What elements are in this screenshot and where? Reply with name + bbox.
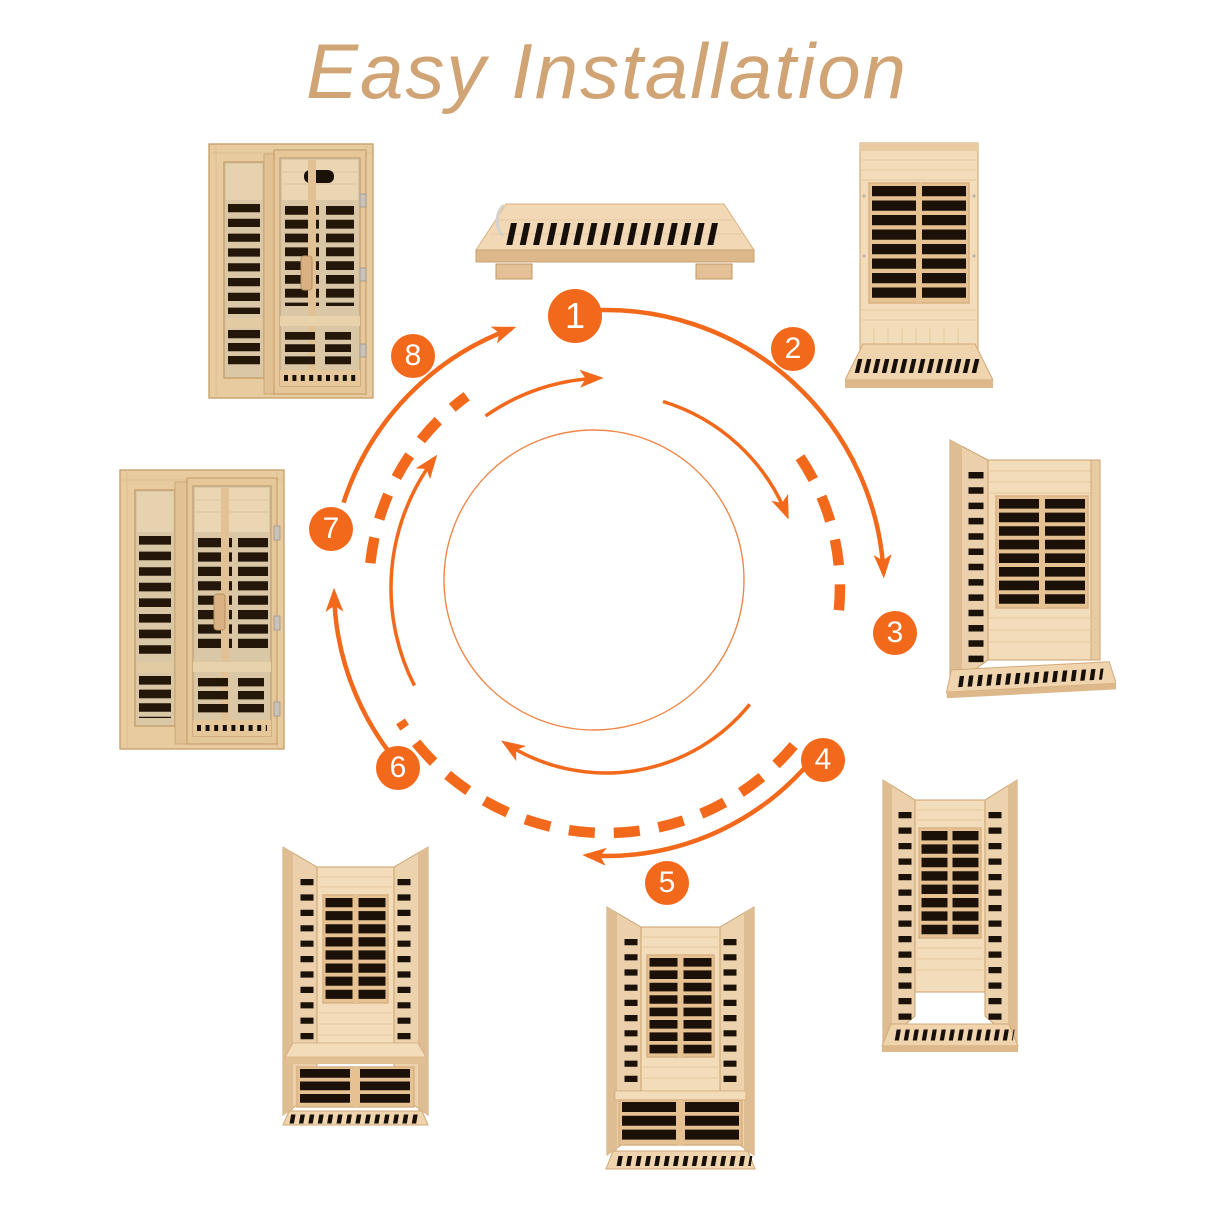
step-6-image (277, 843, 434, 1128)
inner-arc-right-arrow (662, 399, 789, 520)
floor-panel (845, 343, 993, 388)
step-6-badge: 6 (376, 746, 420, 790)
inner-arc-left-arrow (389, 454, 438, 687)
step-1-badge: 1 (548, 289, 602, 343)
floor-panel (945, 661, 1116, 699)
step-4-image (875, 778, 1025, 1058)
inner-arc-top-arrow (484, 369, 604, 418)
step-2-image (845, 138, 993, 398)
dashed-arc-bottom (396, 718, 798, 839)
side-wall-panel (949, 439, 989, 689)
floor-panel (881, 1023, 1019, 1052)
door-hinges (273, 525, 281, 717)
step-5-image (597, 903, 764, 1173)
step-3-image (938, 436, 1116, 704)
outer-arc-step7-to-step1 (341, 326, 517, 504)
inner-thin-circle (443, 429, 745, 731)
left-glass-panel (223, 161, 265, 379)
heater-panel (646, 954, 715, 1058)
left-side-wall (882, 779, 916, 1046)
heater-panel (995, 495, 1089, 609)
page-title: Easy Installation (306, 27, 908, 115)
floor-foot (695, 263, 733, 280)
door-jamb (263, 153, 275, 395)
step-2-badge: 2 (771, 327, 815, 371)
bench-edge (280, 316, 360, 326)
floor-panel (282, 1110, 429, 1126)
right-side-wall (984, 779, 1018, 1046)
step-8-badge: 8 (391, 334, 435, 378)
door-handle (300, 255, 313, 291)
door-handle (213, 593, 226, 631)
step-8-image (204, 140, 378, 402)
door-hinges (359, 193, 367, 358)
step-3-badge: 3 (873, 611, 917, 655)
heater-panel (868, 182, 970, 304)
glass-door (186, 477, 278, 745)
dashed-arc-right (795, 454, 846, 618)
heater-panel (322, 894, 389, 1004)
floor-panel (605, 1150, 756, 1170)
heater-panel (918, 827, 982, 939)
outer-arc-step4-to-step5 (582, 744, 825, 866)
under-bench-heater (296, 1066, 415, 1108)
floor-front-edge (475, 249, 755, 263)
step-4-badge: 4 (801, 738, 845, 782)
power-cord (495, 203, 506, 238)
inner-arc-bottom-arrow (501, 703, 752, 775)
step-7-image (113, 466, 291, 753)
dashed-arc-top-left (365, 392, 470, 564)
step-1-image (470, 190, 758, 290)
step-7-badge: 7 (309, 507, 353, 551)
step-5-badge: 5 (645, 861, 689, 905)
left-glass-panel (134, 489, 176, 727)
bench-seat (284, 1042, 427, 1064)
door-jamb (174, 481, 188, 745)
bench-edge (193, 662, 271, 672)
floor-foot (495, 263, 533, 280)
bench-front-panel (614, 1090, 747, 1146)
outer-arc-step1-to-step3 (591, 307, 892, 579)
glass-door (273, 149, 367, 395)
corner-post (1090, 459, 1101, 661)
